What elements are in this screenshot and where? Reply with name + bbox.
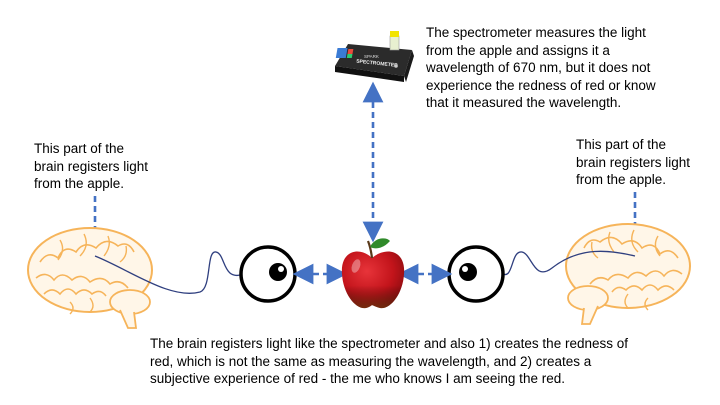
right-brain-caption: This part of the brain registers light f… [576, 136, 704, 189]
caption-line: wavelength of 670 nm, but it does not [426, 60, 651, 75]
spectrometer-label-2: SPECTROMETER [356, 59, 398, 69]
caption-line: This part of the [576, 137, 667, 152]
caption-line: experience the redness of red or know [426, 77, 656, 93]
caption-line: from the apple and assigns it a [426, 42, 610, 58]
spectrometer-caption: The spectrometer measures the light from… [426, 24, 688, 112]
caption-line: brain registers light [34, 158, 149, 174]
caption-line: from the apple. [34, 176, 125, 191]
caption-line: The spectrometer measures the light [426, 25, 646, 40]
right-brain-icon [565, 223, 691, 325]
caption-line: subjective experience of red - the me wh… [150, 371, 565, 386]
right-eye-icon [447, 245, 505, 303]
caption-line: brain registers light [576, 154, 691, 170]
right-optic-nerve [499, 250, 636, 276]
caption-line: This part of the [34, 141, 125, 156]
caption-line: red, which is not the same as measuring … [150, 353, 592, 369]
apple-icon [341, 238, 405, 309]
left-optic-nerve [94, 251, 245, 294]
caption-line: from the apple. [576, 172, 667, 187]
bottom-caption: The brain registers light like the spect… [150, 335, 670, 388]
left-brain-caption: This part of the brain registers light f… [34, 140, 162, 193]
caption-line: that it measured the wavelength. [426, 95, 622, 110]
left-eye-icon [239, 245, 297, 303]
left-brain-icon [27, 227, 153, 329]
spectrometer-icon: SPARK SPECTROMETER [335, 31, 414, 82]
caption-line: The brain registers light like the spect… [150, 336, 628, 351]
spectrometer-label-1: SPARK [364, 54, 379, 59]
